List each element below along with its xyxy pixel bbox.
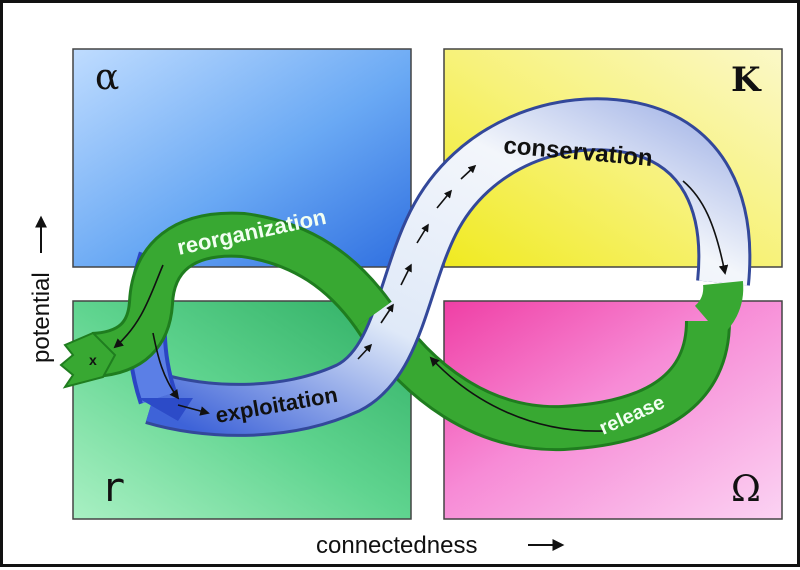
exploitation-dash-3 bbox=[400, 263, 412, 286]
release-arrow bbox=[429, 356, 604, 432]
exit-arrow bbox=[59, 331, 117, 389]
r-label: r bbox=[101, 465, 125, 511]
exploitation-dash-4 bbox=[416, 223, 429, 244]
exploitation-dash-2 bbox=[380, 303, 394, 324]
exploitation-dash-5 bbox=[436, 189, 453, 209]
y-axis-label: potential bbox=[28, 215, 55, 363]
exploitation-left-arrow bbox=[152, 332, 180, 400]
svg-text:potential: potential bbox=[28, 272, 55, 363]
alpha-label: α bbox=[95, 57, 119, 98]
reorganization-arrow bbox=[113, 264, 164, 349]
x-axis-label: connectedness bbox=[316, 532, 565, 559]
exploitation-dash-6 bbox=[460, 164, 477, 180]
omega-label: Ω bbox=[731, 469, 761, 510]
exploitation-dash-1 bbox=[357, 343, 373, 360]
k-label: K bbox=[731, 60, 762, 100]
exploitation-arrowhead bbox=[138, 398, 193, 421]
diagram-canvas: α K r Ω x reorganization conservation ex… bbox=[28, 48, 783, 559]
conservation-arrow bbox=[682, 180, 729, 275]
svg-text:connectedness: connectedness bbox=[316, 532, 477, 559]
exit-marker: x bbox=[89, 352, 97, 368]
